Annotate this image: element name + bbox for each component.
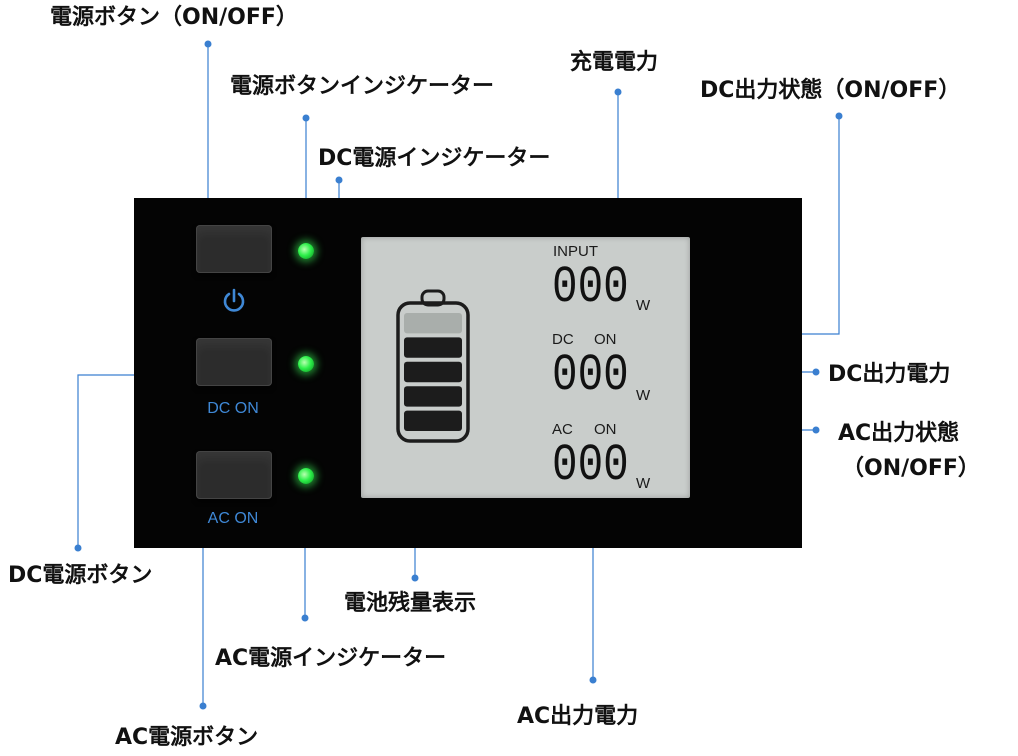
ac-button-label: AC ON bbox=[207, 510, 259, 527]
power-icon bbox=[223, 288, 245, 312]
battery-level-callout: 電池残量表示 bbox=[344, 591, 477, 616]
dc-label: DC bbox=[552, 331, 574, 348]
input-unit: W bbox=[636, 297, 651, 314]
ac-output-power-callout: AC出力電力 bbox=[517, 704, 639, 729]
battery-bar bbox=[404, 313, 462, 334]
dc-output-power-callout: DC出力電力 bbox=[828, 362, 951, 387]
dc-power-button[interactable] bbox=[196, 338, 272, 386]
input-label: INPUT bbox=[553, 243, 598, 260]
dc-output-state-callout: DC出力状態（ON/OFF） bbox=[700, 78, 961, 103]
dc-button-label: DC ON bbox=[207, 400, 259, 417]
power-indicator-led bbox=[298, 243, 314, 259]
ac-power-button[interactable] bbox=[196, 451, 272, 499]
battery-bar bbox=[404, 410, 462, 431]
ac-output-state-callout-sub: （ON/OFF） bbox=[842, 456, 980, 481]
battery-bar bbox=[404, 386, 462, 407]
battery-bar bbox=[404, 361, 462, 383]
ac-label: AC bbox=[552, 421, 573, 438]
ac-power-value: 000 bbox=[552, 436, 629, 495]
dc-power-value: 000 bbox=[552, 346, 629, 405]
ac-indicator-led bbox=[298, 468, 314, 484]
ac-output-state-callout: AC出力状態 bbox=[838, 421, 960, 446]
battery-bar bbox=[404, 337, 462, 358]
battery-icon bbox=[396, 289, 470, 443]
ac-power-button-callout: AC電源ボタン bbox=[115, 725, 259, 750]
power-button-callout: 電源ボタン（ON/OFF） bbox=[50, 5, 298, 30]
ac-unit: W bbox=[636, 475, 651, 492]
dc-power-button-callout: DC電源ボタン bbox=[8, 563, 153, 588]
power-button[interactable] bbox=[196, 225, 272, 273]
dc-indicator-callout: DC電源インジケーター bbox=[318, 146, 551, 171]
ac-state: ON bbox=[594, 421, 617, 438]
ac-indicator-callout: AC電源インジケーター bbox=[215, 646, 447, 671]
power-indicator-callout: 電源ボタンインジケーター bbox=[230, 74, 495, 99]
dc-state: ON bbox=[594, 331, 617, 348]
dc-indicator-led bbox=[298, 356, 314, 372]
charge-power-callout: 充電電力 bbox=[570, 50, 659, 75]
input-power-value: 000 bbox=[552, 258, 629, 317]
dc-unit: W bbox=[636, 387, 651, 404]
